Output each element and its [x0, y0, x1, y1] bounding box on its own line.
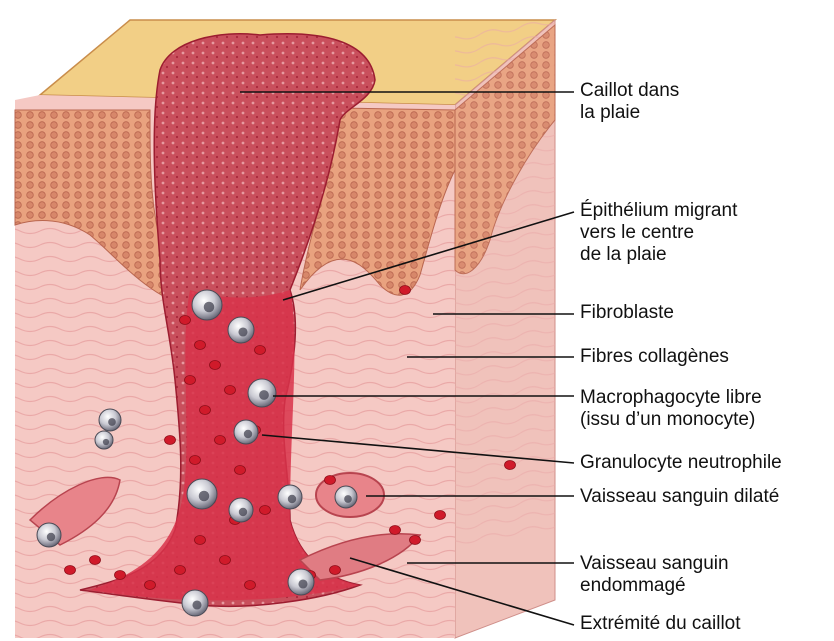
cell-nucleus [288, 495, 296, 503]
red-blood-cell [400, 286, 411, 295]
red-blood-cell [185, 376, 196, 385]
red-blood-cell [180, 316, 191, 325]
red-blood-cell [115, 571, 126, 580]
cell-nucleus [103, 439, 109, 445]
cell-nucleus [259, 390, 269, 400]
cell-nucleus [239, 508, 247, 516]
red-blood-cell [165, 436, 176, 445]
red-blood-cell [435, 511, 446, 520]
red-blood-cell [260, 506, 271, 515]
red-blood-cell [195, 536, 206, 545]
red-blood-cell [255, 346, 266, 355]
red-blood-cell [215, 436, 226, 445]
red-blood-cell [225, 386, 236, 395]
cell-nucleus [199, 491, 210, 502]
red-blood-cell [175, 566, 186, 575]
cell-nucleus [192, 600, 201, 609]
red-blood-cell [190, 456, 201, 465]
red-blood-cell [410, 536, 421, 545]
red-blood-cell [210, 361, 221, 370]
red-blood-cell [245, 581, 256, 590]
label-fibres-collagenes: Fibres collagènes [580, 346, 729, 368]
red-blood-cell [65, 566, 76, 575]
label-fibroblaste: Fibroblaste [580, 302, 674, 324]
label-macrophagocyte: Macrophagocyte libre(issu d’un monocyte) [580, 387, 762, 431]
red-blood-cell [505, 461, 516, 470]
cell-nucleus [204, 302, 215, 313]
cell-nucleus [298, 579, 307, 588]
label-extremite-caillot: Extrémité du caillot [580, 613, 741, 635]
red-blood-cell [325, 476, 336, 485]
red-blood-cell [200, 406, 211, 415]
cell-nucleus [344, 495, 352, 503]
cell-nucleus [108, 418, 116, 426]
red-blood-cell [330, 566, 341, 575]
label-granulocyte: Granulocyte neutrophile [580, 452, 782, 474]
label-vaisseau-dilate: Vaisseau sanguin dilaté [580, 486, 779, 508]
red-blood-cell [145, 581, 156, 590]
red-blood-cell [390, 526, 401, 535]
red-blood-cell [220, 556, 231, 565]
cell-nucleus [238, 327, 247, 336]
red-blood-cell [90, 556, 101, 565]
cell-nucleus [47, 533, 55, 541]
red-blood-cell [235, 466, 246, 475]
cell-nucleus [244, 430, 252, 438]
red-blood-cell [195, 341, 206, 350]
